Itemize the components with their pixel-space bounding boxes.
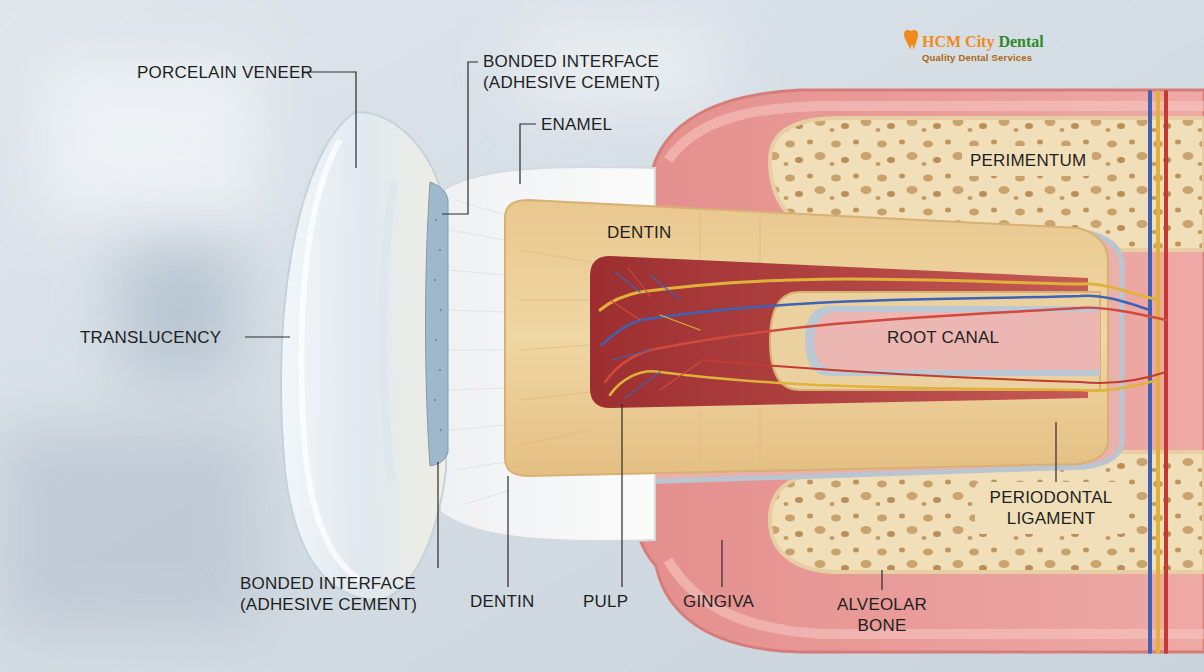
part-label: BONDED INTERFACE (ADHESIVE CEMENT)	[240, 573, 455, 615]
part-label: PERIMENTUM	[970, 150, 1086, 171]
logo: HCM CityDental	[922, 33, 1044, 51]
part-label: PORCELAIN VENEER	[137, 62, 313, 83]
part-label: DENTIN	[607, 222, 671, 243]
part-label: DENTIN	[470, 591, 534, 612]
part-label: ENAMEL	[541, 114, 612, 135]
part-label: ALVEOLAR BONE	[824, 594, 940, 636]
part-label: BONDED INTERFACE (ADHESIVE CEMENT)	[483, 51, 698, 93]
part-label: GINGIVA	[683, 591, 754, 612]
part-label: ROOT CANAL	[887, 327, 999, 348]
part-label: TRANSLUCENCY	[80, 327, 221, 348]
part-label: PERIODONTAL LIGAMENT	[983, 487, 1119, 529]
logo-text: Dental	[998, 33, 1043, 51]
part-label: PULP	[583, 591, 628, 612]
logo-text: HCM City	[922, 33, 994, 51]
logo-tagline: Quality Dental Services	[922, 52, 1032, 64]
